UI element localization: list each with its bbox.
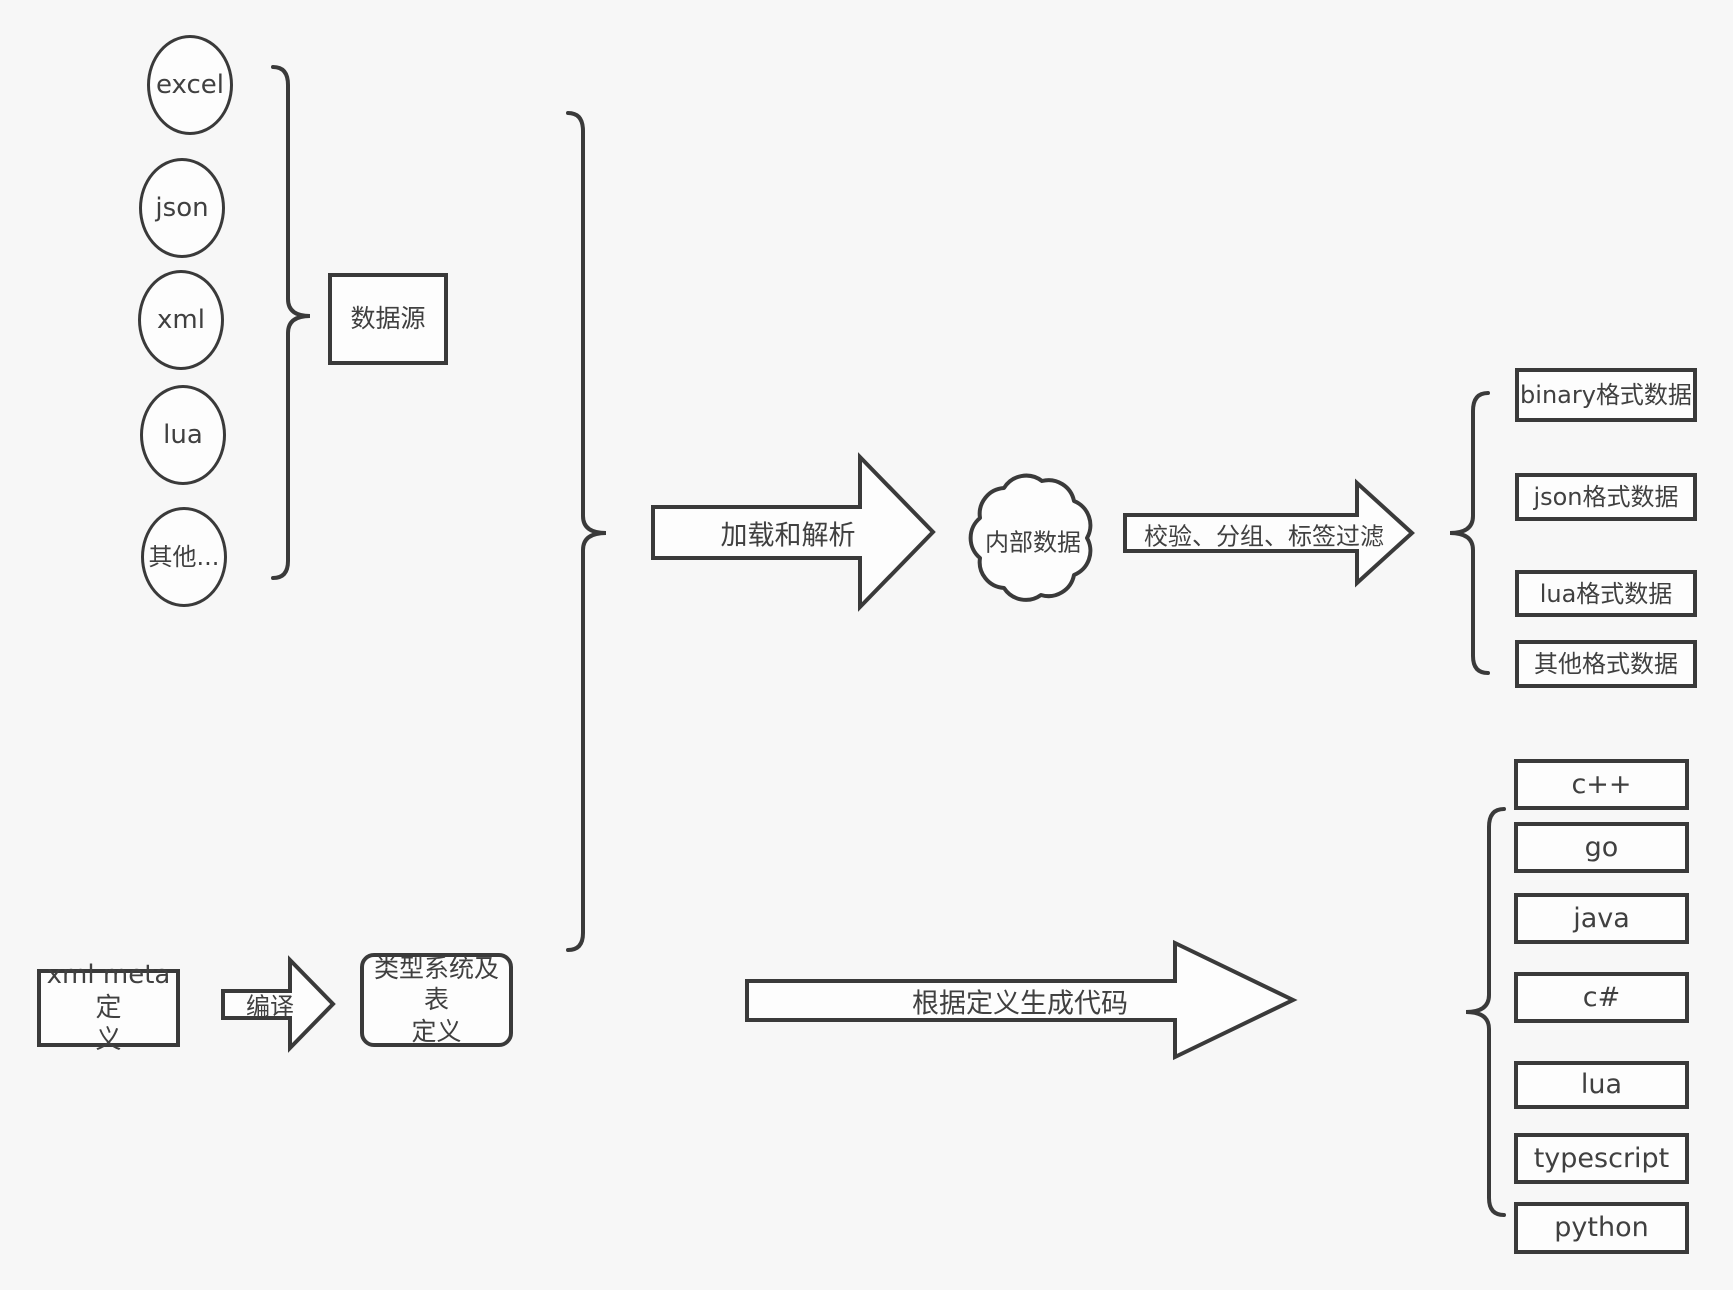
source-ellipse-other: 其他...: [141, 507, 227, 607]
type-system-box: 类型系统及表 定义: [360, 953, 513, 1047]
language-box-go: go: [1514, 822, 1689, 873]
compile-arrow: [221, 955, 336, 1053]
languages-brace: [1465, 807, 1506, 1217]
format-box-other: 其他格式数据: [1515, 640, 1697, 688]
formats-brace: [1449, 391, 1490, 675]
language-box-cpp: c++: [1514, 759, 1689, 810]
compile-arrow-label: 编译: [246, 992, 294, 1021]
language-box-lua: lua: [1514, 1061, 1689, 1109]
format-box-binary: binary格式数据: [1515, 368, 1697, 422]
format-box-lua: lua格式数据: [1515, 570, 1697, 617]
load-parse-arrow: [651, 452, 936, 612]
source-ellipse-lua: lua: [140, 385, 226, 485]
filter-arrow: [1123, 478, 1415, 588]
internal-data-cloud: [968, 473, 1093, 602]
internal-data-label: 内部数据: [985, 528, 1081, 557]
load-parse-arrow-label: 加载和解析: [720, 520, 856, 552]
source-ellipse-json: json: [139, 158, 225, 258]
language-box-java: java: [1514, 893, 1689, 944]
format-box-json: json格式数据: [1515, 473, 1697, 521]
source-ellipse-excel: excel: [147, 35, 233, 135]
language-box-typescript: typescript: [1514, 1133, 1689, 1184]
source-ellipse-xml: xml: [138, 270, 224, 370]
sources-brace: [271, 65, 311, 580]
language-box-python: python: [1514, 1202, 1689, 1254]
codegen-arrow: [745, 939, 1298, 1061]
codegen-arrow-label: 根据定义生成代码: [912, 988, 1128, 1020]
data-source-box: 数据源: [328, 273, 448, 365]
language-box-csharp: c#: [1514, 972, 1689, 1023]
inputs-brace: [566, 111, 607, 952]
filter-arrow-label: 校验、分组、标签过滤: [1144, 522, 1384, 551]
xml-meta-box: xml meta定 义: [37, 960, 180, 1055]
